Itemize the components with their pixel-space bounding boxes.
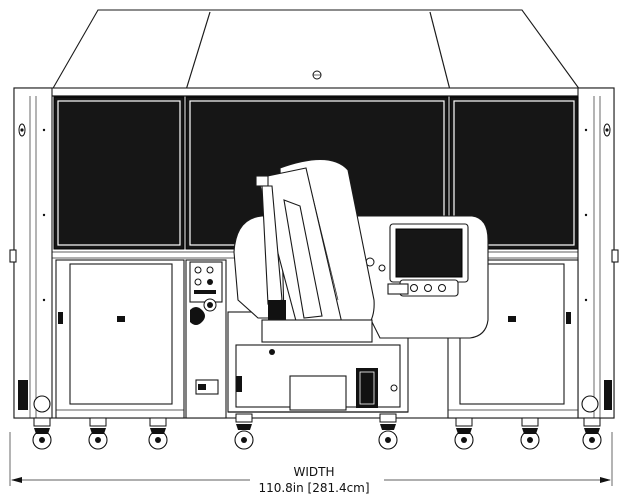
dimension-name: WIDTH (294, 465, 335, 479)
caster (454, 417, 474, 450)
caster (520, 417, 540, 450)
dimension-label-backing (250, 472, 384, 494)
casters (32, 413, 602, 450)
dimension-arrow-right (600, 477, 611, 483)
dimension-value: 110.8in [281.4cm] (258, 481, 369, 495)
caster (234, 413, 254, 450)
lower-left-cabinet (55, 259, 185, 419)
seat-assembly (255, 158, 375, 343)
control-panel-column (185, 259, 227, 419)
caster (378, 413, 398, 450)
caster (148, 417, 168, 450)
roof-canopy (51, 9, 582, 91)
width-dimension: WIDTH 110.8in [281.4cm] (9, 432, 613, 495)
caster (582, 417, 602, 450)
left-side-post (9, 87, 53, 419)
dimension-arrow-left (11, 477, 22, 483)
right-side-post (577, 87, 619, 419)
caster (32, 417, 52, 450)
caster (88, 417, 108, 450)
